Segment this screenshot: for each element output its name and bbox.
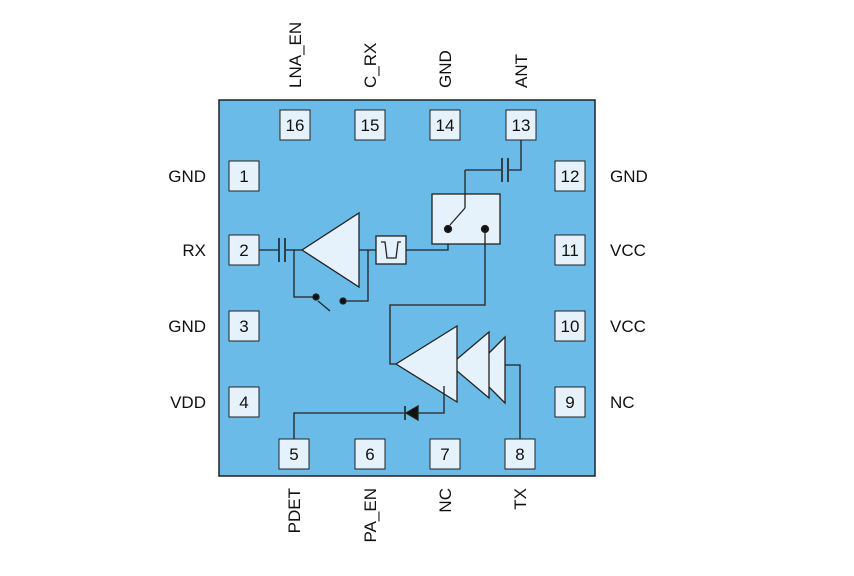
wire-tx-in — [505, 364, 521, 439]
band-pass-filter — [375, 235, 407, 265]
pin-11: 11 — [554, 234, 586, 266]
pin-9-number: 9 — [565, 393, 574, 412]
pin-14: 14 — [429, 109, 461, 141]
pin-1-pad — [228, 160, 260, 192]
pin-11-number: 11 — [561, 241, 579, 260]
chip-package — [218, 99, 596, 477]
pin-7-number: 7 — [440, 445, 449, 464]
pin-2-number: 2 — [239, 241, 248, 260]
pin-4: 4 — [228, 386, 260, 418]
pin-12: 12 — [554, 160, 586, 192]
pin-13-label: ANT — [512, 54, 531, 88]
pin-5: 5 — [278, 438, 310, 470]
pin-3-number: 3 — [239, 317, 248, 336]
dc-block-capacitor-ant — [501, 158, 509, 182]
wire-detector-from-pa — [417, 386, 445, 414]
pin-16-label: LNA_EN — [286, 22, 305, 88]
pin-5-label: PDET — [285, 488, 304, 533]
pin-8-pad — [504, 438, 536, 470]
pin-4-pad — [228, 386, 260, 418]
diode-triangle — [404, 404, 419, 422]
pin-10-number: 10 — [561, 317, 580, 336]
pin-9: 9 — [554, 386, 586, 418]
pin-12-pad — [554, 160, 586, 192]
pin-9-pad — [554, 386, 586, 418]
wire-switch-to-pa — [389, 233, 486, 365]
pin-12-label: GND — [610, 167, 648, 186]
pin-1-number: 1 — [239, 167, 248, 186]
internal-circuit — [259, 140, 522, 439]
pin-8: 8 — [504, 438, 536, 470]
pin-10-pad — [554, 310, 586, 342]
wire-bypass-left — [293, 250, 313, 298]
pin-3-label: GND — [168, 317, 206, 336]
pin-13-number: 13 — [512, 116, 531, 135]
pin-6-number: 6 — [365, 445, 374, 464]
pin-6: 6 — [354, 438, 386, 470]
filter-symbol — [381, 241, 401, 259]
pin-6-label: PA_EN — [361, 488, 380, 543]
power-amplifier — [394, 324, 506, 405]
filter-box — [375, 235, 407, 265]
bypass-switch-contact-b — [339, 297, 347, 305]
pin-14-label: GND — [436, 50, 455, 88]
pin-13-pad — [505, 109, 537, 141]
pin-2-label: RX — [182, 241, 206, 260]
pin-8-label: TX — [511, 488, 530, 510]
pin-4-number: 4 — [239, 393, 248, 412]
pa-stage-1 — [394, 324, 458, 404]
pin-7: 7 — [429, 438, 461, 470]
pin-7-label: NC — [436, 488, 455, 513]
switch-blade — [449, 207, 466, 226]
pin-1-label: GND — [168, 167, 206, 186]
bypass-switch-blade — [317, 300, 331, 312]
pin-15-pad — [354, 109, 386, 141]
pin-11-label: VCC — [610, 241, 646, 260]
dc-block-capacitor-rx — [278, 238, 286, 262]
switch-contact-tx — [480, 224, 490, 234]
pin-7-pad — [429, 438, 461, 470]
pin-15-number: 15 — [361, 116, 380, 135]
pa-stage-2 — [448, 330, 490, 400]
pin-15-label: C_RX — [361, 43, 380, 88]
pin-14-number: 14 — [436, 116, 455, 135]
switch-contact-rx — [443, 224, 453, 234]
wire-antcap-to-pin13 — [509, 140, 522, 171]
bypass-switch-contact-a — [312, 293, 320, 301]
pin-16-number: 16 — [286, 116, 305, 135]
pin-4-label: VDD — [170, 393, 206, 412]
pin-12-number: 12 — [561, 167, 580, 186]
pin-3: 3 — [228, 310, 260, 342]
pin-8-number: 8 — [515, 445, 524, 464]
wire-detector-to-pdet — [293, 412, 404, 439]
wire-bypass-right — [346, 250, 369, 302]
pin-16: 16 — [279, 109, 311, 141]
pin-15: 15 — [354, 109, 386, 141]
pin-11-pad — [554, 234, 586, 266]
pin-10: 10 — [554, 310, 586, 342]
pin-2: 2 — [228, 234, 260, 266]
pin-16-pad — [279, 109, 311, 141]
pin-10-label: VCC — [610, 317, 646, 336]
pin-9-label: NC — [610, 393, 635, 412]
power-detector-diode — [404, 404, 419, 422]
pin-1: 1 — [228, 160, 260, 192]
pin-6-pad — [354, 438, 386, 470]
pin-14-pad — [429, 109, 461, 141]
pin-3-pad — [228, 310, 260, 342]
pin-5-pad — [278, 438, 310, 470]
pin-5-number: 5 — [289, 445, 298, 464]
pin-13: 13 — [505, 109, 537, 141]
pin-2-pad — [228, 234, 260, 266]
antenna-switch — [431, 193, 501, 245]
